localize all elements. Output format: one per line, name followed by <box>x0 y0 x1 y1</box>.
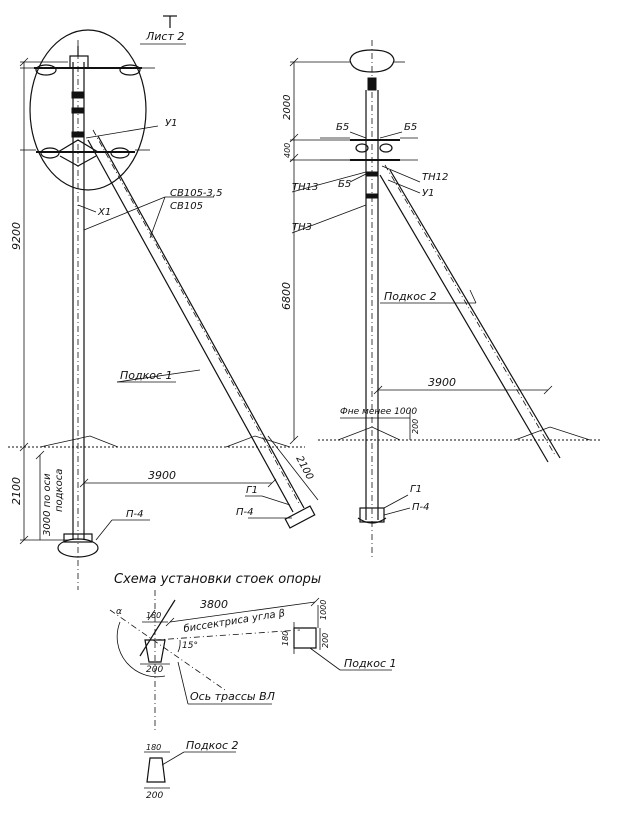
axis-label: Ось трассы ВЛ <box>190 690 275 703</box>
right-top-insulator <box>290 49 405 91</box>
node-u1-label: У1 <box>165 118 177 129</box>
brace-1 <box>87 129 316 529</box>
scheme-brace-2-label: Подкос 2 <box>186 739 239 752</box>
brace-2 <box>379 164 561 463</box>
right-g1-label: Г1 <box>410 484 422 495</box>
tn12-label: ТН12 <box>422 172 448 183</box>
gap-400: 400 <box>283 143 292 158</box>
brace-bolt-2100: 2100 <box>293 454 315 482</box>
right-crossarms <box>320 137 418 199</box>
scheme-title: Схема установки стоек опоры <box>114 572 321 587</box>
min-note: Фне менее 1000 <box>340 407 417 417</box>
scheme-dim-180-a: 180 <box>146 611 161 620</box>
scheme-dim-1000: 1000 <box>319 600 328 620</box>
right-p4-label: П-4 <box>412 502 430 513</box>
brace-2-label: Подкос 2 <box>384 290 437 303</box>
depth-2100: 2100 <box>10 477 23 505</box>
sheet-mark: Лист 2 <box>140 15 186 45</box>
u1-label: У1 <box>422 188 434 199</box>
b5-lower-label: Б5 <box>338 179 351 190</box>
bolt-label-1: СВ105-3,5 <box>170 188 222 199</box>
scheme-distance-3800: 3800 <box>200 598 228 611</box>
base-distance-3900: 3900 <box>148 469 176 482</box>
right-pole-assembly: Б5 Б5 Б5 ТН13 ТН12 У1 ТН3 Подкос 2 <box>280 40 600 560</box>
depth-along-brace-2: подкоса <box>54 469 65 512</box>
right-height-dimension: 2000 400 6800 <box>280 57 350 445</box>
right-base-dimension: 3900 Фне менее 1000 200 <box>340 376 553 440</box>
height-9200: 9200 <box>10 222 23 250</box>
b5-right-label: Б5 <box>404 122 417 133</box>
left-foot-labels: Г1 П-4 П-4 <box>57 485 292 558</box>
scheme-dim-180-c: 180 <box>146 743 161 752</box>
right-foot: Г1 П-4 <box>357 484 430 524</box>
left-pole-shaft <box>72 40 85 590</box>
brace-1-label: Подкос 1 <box>120 369 173 382</box>
dim-200: 200 <box>411 419 420 434</box>
scheme-alpha: α <box>116 607 122 617</box>
bolt-label-2: СВ105 <box>170 201 203 212</box>
sheet-label: Лист 2 <box>145 30 184 43</box>
left-pole-assembly: У1 Х1 СВ105-3,5 СВ105 Подкос 1 9200 2100 <box>8 29 319 590</box>
angle-15: 15° <box>182 641 198 651</box>
left-top-crossarm <box>20 46 155 114</box>
b5-left-label: Б5 <box>336 122 349 133</box>
brace-p4-label: П-4 <box>236 507 254 518</box>
scheme-brace-2-foot: 180 200 Подкос 2 <box>144 739 239 801</box>
pole-p4-label: П-4 <box>126 509 144 520</box>
left-lower-crossarm <box>20 131 150 167</box>
scheme-brace-1-foot: 180 200 1000 Подкос 1 <box>281 600 397 671</box>
insulator-icon <box>35 64 57 76</box>
right-distance-3900: 3900 <box>428 376 456 389</box>
scheme-dim-200-b: 200 <box>321 633 330 648</box>
node-x1-label: Х1 <box>97 207 111 218</box>
scheme-pole: 180 200 α <box>116 607 170 678</box>
bisector-label: биссектриса угла β <box>183 607 287 635</box>
lower-height-6800: 6800 <box>280 282 293 310</box>
tn3-label: ТН3 <box>292 222 312 233</box>
tn13-label: ТН13 <box>292 182 318 193</box>
depth-along-brace-1: 3000 по оси <box>42 473 53 536</box>
top-height-2000: 2000 <box>282 95 293 120</box>
left-height-dimension: 9200 2100 3000 по оси подкоса <box>10 57 68 545</box>
right-pole-shaft <box>365 40 379 560</box>
insulator-icon <box>119 64 141 76</box>
right-pole-labels: Б5 Б5 Б5 ТН13 ТН12 У1 ТН3 Подкос 2 <box>291 122 477 304</box>
detail-callout-ellipse <box>29 29 147 191</box>
brace-g1-label: Г1 <box>246 485 258 496</box>
installation-scheme: Схема установки стоек опоры 180 200 α 38… <box>109 572 397 801</box>
scheme-brace-1-label: Подкос 1 <box>344 657 397 670</box>
scheme-dim-180-b: 180 <box>281 631 290 646</box>
left-pole-labels: У1 Х1 СВ105-3,5 СВ105 Подкос 1 <box>77 118 222 383</box>
insulator-icon <box>40 147 60 159</box>
insulator-icon <box>110 147 130 159</box>
scheme-dim-200-c: 200 <box>146 791 163 801</box>
pole-base-plate <box>57 538 99 558</box>
scheme-distance: 3800 биссектриса угла β 15° <box>165 597 320 653</box>
